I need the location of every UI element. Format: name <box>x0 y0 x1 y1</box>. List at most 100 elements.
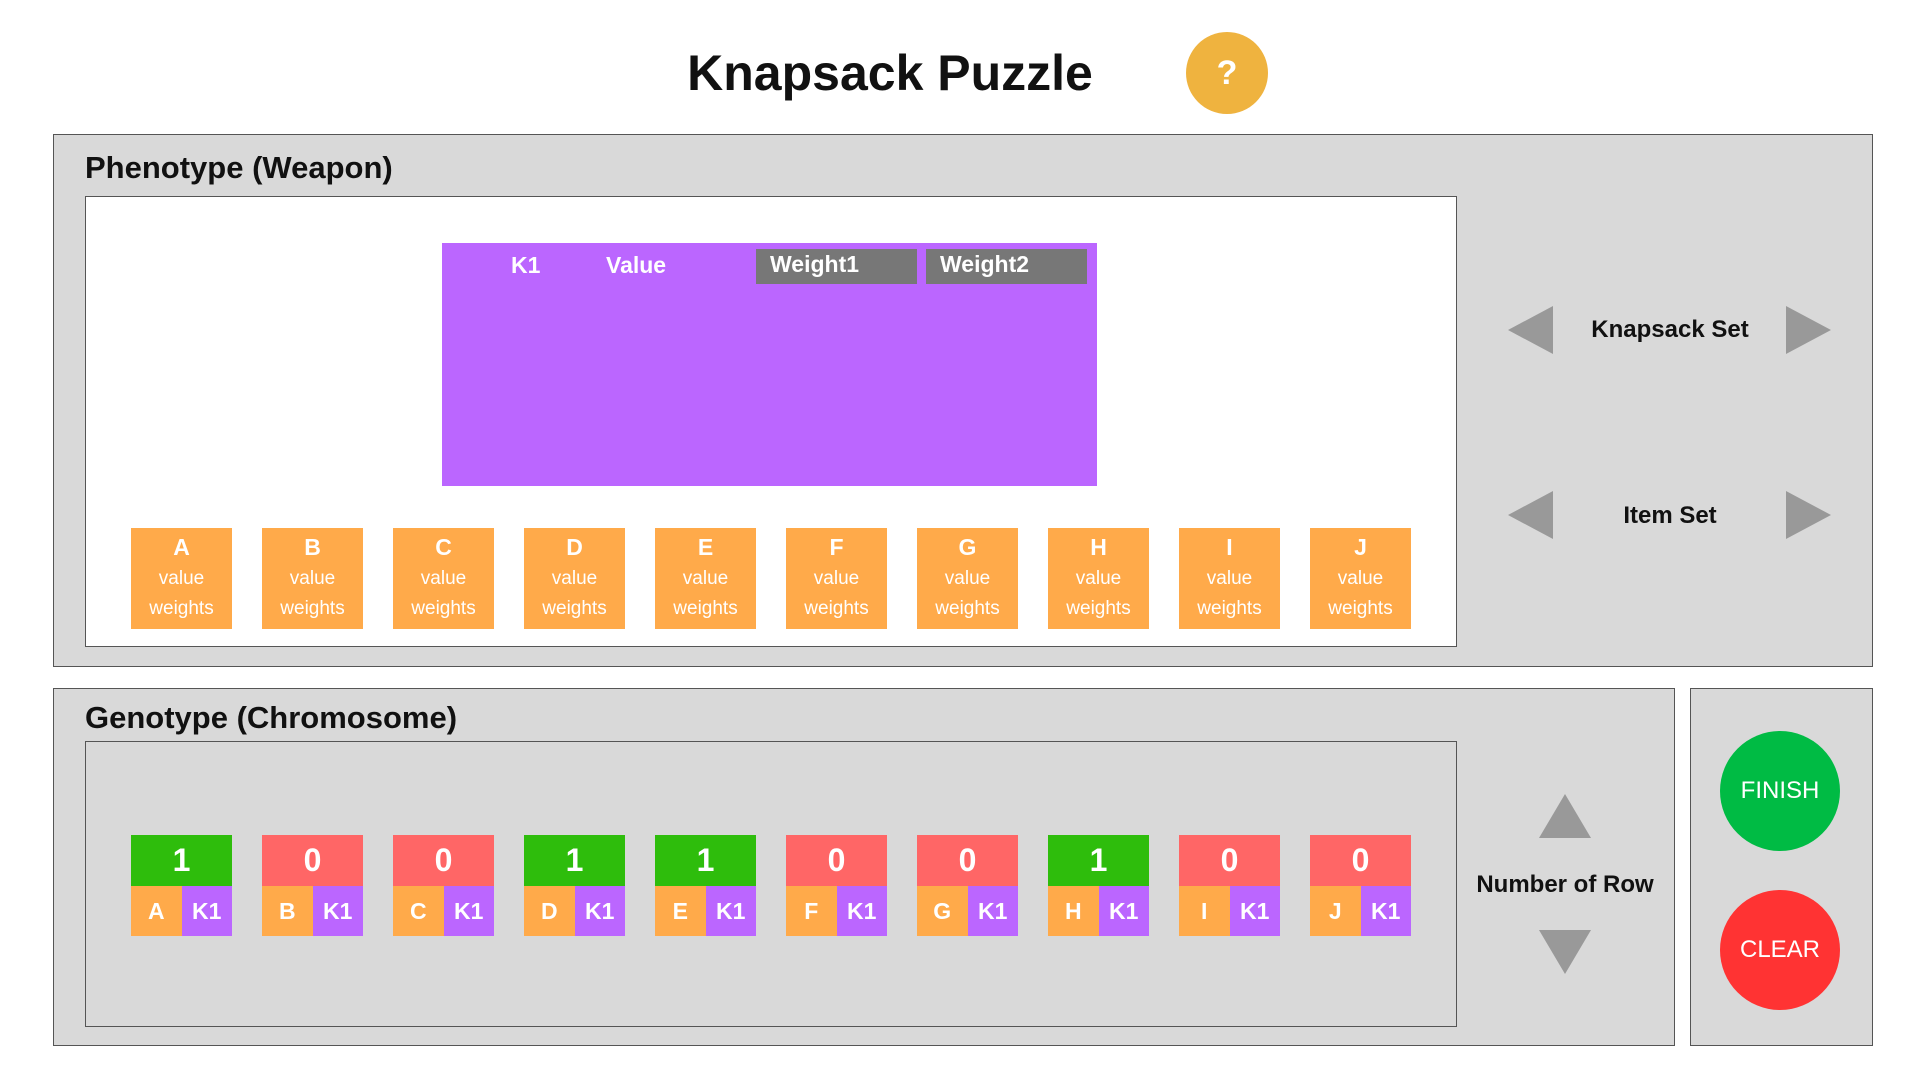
knapsack-set-prev-icon[interactable] <box>1508 306 1553 354</box>
gene-item: D <box>524 886 575 936</box>
item-weights: weights <box>1328 598 1393 619</box>
gene-knapsack: K1 <box>443 886 494 936</box>
gene-bit[interactable]: 1 <box>1048 835 1149 886</box>
item-set-next-icon[interactable] <box>1786 491 1831 539</box>
item-weights: weights <box>542 598 607 619</box>
knapsack-set-label: Knapsack Set <box>1591 316 1749 343</box>
finish-button[interactable]: FINISH <box>1720 731 1840 851</box>
item-value: value <box>289 568 336 589</box>
clear-button[interactable]: CLEAR <box>1720 890 1840 1010</box>
gene-item: I <box>1179 886 1230 936</box>
gene-bit[interactable]: 1 <box>655 835 756 886</box>
gene-bit[interactable]: 1 <box>524 835 625 886</box>
gene-item: A <box>131 886 182 936</box>
gene-bit[interactable]: 0 <box>393 835 494 886</box>
gene-knapsack: K1 <box>574 886 625 936</box>
genotype-title: Genotype (Chromosome) <box>85 700 458 735</box>
item-value: value <box>1075 568 1122 589</box>
item-weights: weights <box>280 598 345 619</box>
item-name: A <box>173 534 190 560</box>
gene-knapsack: K1 <box>1229 886 1280 936</box>
item-name: D <box>566 534 583 560</box>
item-name: I <box>1226 534 1233 560</box>
gene-knapsack: K1 <box>312 886 363 936</box>
gene-knapsack: K1 <box>967 886 1018 936</box>
gene-knapsack: K1 <box>836 886 887 936</box>
item-value: value <box>813 568 860 589</box>
knapsack-name: K1 <box>511 252 541 278</box>
gene-item: H <box>1048 886 1099 936</box>
gene-knapsack: K1 <box>1098 886 1149 936</box>
item-weights: weights <box>1197 598 1262 619</box>
item-name: E <box>697 534 714 560</box>
phenotype-title: Phenotype (Weapon) <box>85 150 393 185</box>
gene-knapsack: K1 <box>1360 886 1411 936</box>
knapsack-weight1-label: Weight1 <box>756 249 917 284</box>
gene-bit[interactable]: 0 <box>917 835 1018 886</box>
item-value: value <box>1337 568 1384 589</box>
item-weights: weights <box>411 598 476 619</box>
item-value: value <box>682 568 729 589</box>
gene-bit[interactable]: 0 <box>786 835 887 886</box>
rows-label: Number of Row <box>1476 871 1654 898</box>
item-value: value <box>420 568 467 589</box>
item-weights: weights <box>673 598 738 619</box>
knapsack-set-next-icon[interactable] <box>1786 306 1831 354</box>
item-name: C <box>435 534 452 560</box>
knapsack-value-label: Value <box>606 252 667 278</box>
gene-item: G <box>917 886 968 936</box>
item-name: B <box>304 534 321 560</box>
item-value: value <box>551 568 598 589</box>
gene-knapsack: K1 <box>181 886 232 936</box>
page-title: Knapsack Puzzle <box>687 45 1093 101</box>
gene-item: C <box>393 886 444 936</box>
genotype-canvas <box>85 741 1457 1027</box>
item-value: value <box>944 568 991 589</box>
gene-item: B <box>262 886 313 936</box>
gene-bit[interactable]: 0 <box>1179 835 1280 886</box>
item-value: value <box>1206 568 1253 589</box>
rows-increase-icon[interactable] <box>1539 794 1591 838</box>
item-name: G <box>958 534 977 560</box>
item-name: H <box>1090 534 1107 560</box>
knapsack-weight2-label: Weight2 <box>926 249 1087 284</box>
gene-knapsack: K1 <box>705 886 756 936</box>
help-button[interactable]: ? <box>1186 32 1268 114</box>
gene-item: F <box>786 886 837 936</box>
question-icon: ? <box>1216 53 1238 92</box>
item-set-prev-icon[interactable] <box>1508 491 1553 539</box>
gene-bit[interactable]: 0 <box>1310 835 1411 886</box>
gene-bit[interactable]: 1 <box>131 835 232 886</box>
item-weights: weights <box>804 598 869 619</box>
item-value: value <box>158 568 205 589</box>
item-weights: weights <box>1066 598 1131 619</box>
item-weights: weights <box>935 598 1000 619</box>
item-name: J <box>1354 534 1367 560</box>
item-weights: weights <box>149 598 214 619</box>
gene-item: E <box>655 886 706 936</box>
gene-bit[interactable]: 0 <box>262 835 363 886</box>
item-set-label: Item Set <box>1623 502 1717 529</box>
rows-decrease-icon[interactable] <box>1539 930 1591 974</box>
item-name: F <box>829 534 844 560</box>
